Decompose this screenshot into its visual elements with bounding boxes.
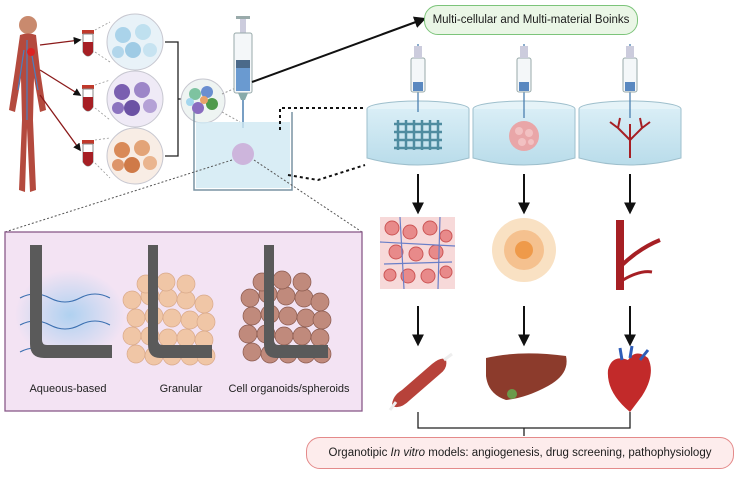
organotipic-prefix: Organotipic [328,447,391,459]
muscle-icon [388,352,453,411]
dish-vascular [578,44,682,166]
spheroid-icon [492,218,556,282]
label-aqueous-based: Aqueous-based [29,383,107,395]
label-cell-organoids: Cell organoids/spheroids [228,383,350,395]
in-vitro-text: In vitro [390,447,426,459]
blood-tube-icon [82,30,94,167]
mixed-cells-circle [180,78,226,124]
label-granular: Granular [159,383,203,395]
boinks-label: Multi-cellular and Multi-material Boinks [424,5,638,35]
organotipic-suffix: models: angiogenesis, drug screening, pa… [425,447,712,459]
bioink-panel [4,231,363,412]
dish-spheroid [472,44,576,166]
dish-to-tissue-arrows [412,174,636,215]
tissue-cells-icon [379,216,456,290]
syringe-icon [233,16,253,128]
tissue-cell-circle [106,127,164,185]
to-boinks-arrow [251,16,427,83]
immune-cell-circle [106,70,164,128]
dish-lattice [366,44,470,166]
organotipic-label: Organotipic In vitro models: angiogenesi… [306,437,734,469]
printing-bath [193,112,293,191]
blood-vessel-icon [616,220,661,290]
stem-cell-circle [106,13,164,71]
liver-icon [486,353,567,400]
human-anatomy-icon [9,16,46,192]
body-to-tube-arrows [39,36,82,152]
heart-icon [607,345,651,412]
